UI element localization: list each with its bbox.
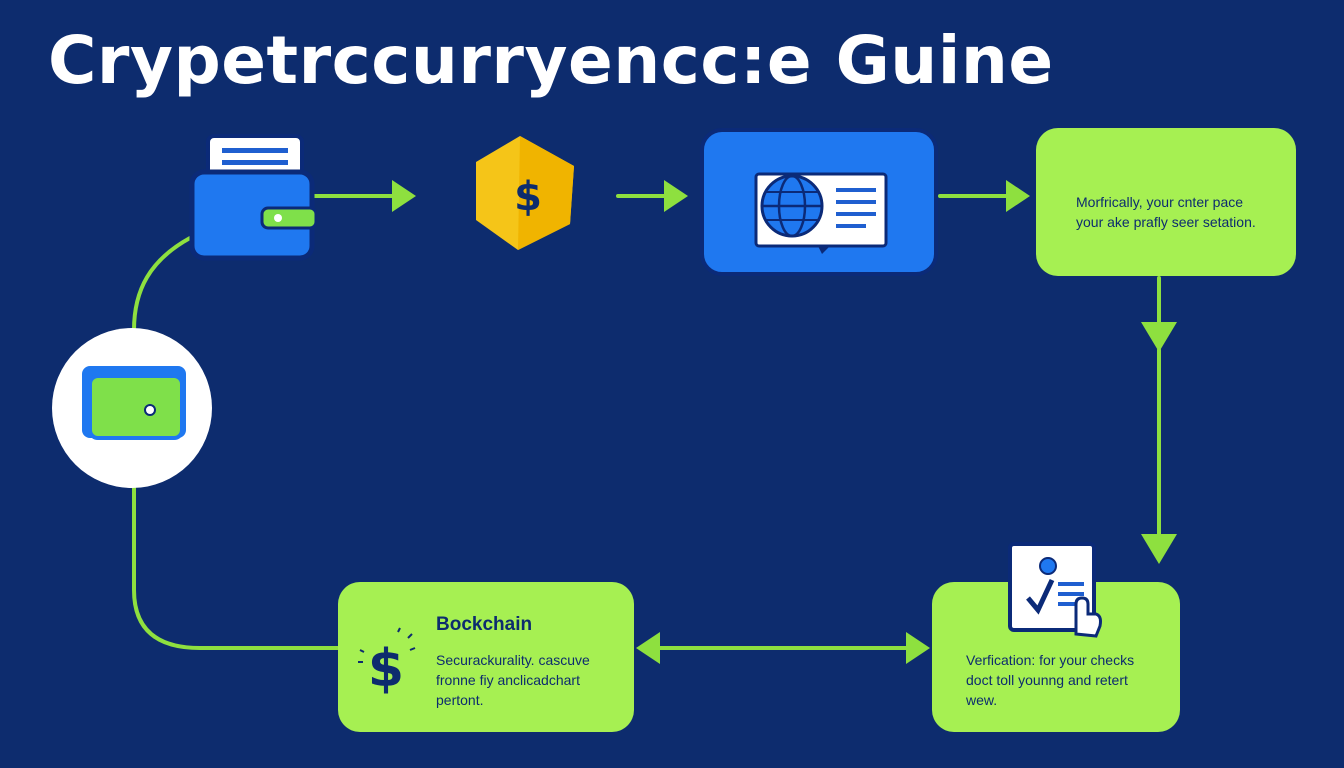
globe-document-icon [754,172,888,254]
coin-node: $ [470,132,580,252]
dollar-sign-icon: $ [358,627,416,696]
verification-text-line1: Verfication: for your checks [966,652,1135,668]
line-left-circle-to-blockchain [132,486,340,650]
verification-box: Verfication: for your checks doct toll y… [932,582,1180,732]
verification-document-icon [1008,542,1102,638]
globe-card [700,128,938,276]
blockchain-box: $ Bockchain Securackurality. cascuve fro… [338,582,634,732]
line-wallet-to-left-circle [132,236,192,332]
blockchain-heading: Bockchain [436,614,533,635]
blockchain-text-line2: fronne fiy anclicadchart [436,672,580,688]
verification-text-line2: doct toll younng and retert [966,672,1128,688]
dollar-coin-icon: $ [476,136,574,250]
blockchain-text-line3: pertont. [436,692,484,708]
left-wallet-node [52,328,212,488]
blockchain-text-line1: Securackurality. cascuve [436,652,590,668]
top-wallet-node [186,132,318,262]
wallet-icon [82,366,186,440]
info-box: Morfrically, your cnter pace your ake pr… [1036,128,1296,276]
verification-text-line3: wew. [966,692,998,708]
info-text-line1: Morfrically, your cnter pace [1076,194,1244,210]
info-text-line2: your ake prafly seer setation. [1076,214,1256,230]
page-title: Crypetrccurryencc:e Guine [48,22,1054,99]
coin-symbol: $ [514,174,542,220]
wallet-icon [189,134,318,261]
blockchain-symbol: $ [368,639,404,696]
